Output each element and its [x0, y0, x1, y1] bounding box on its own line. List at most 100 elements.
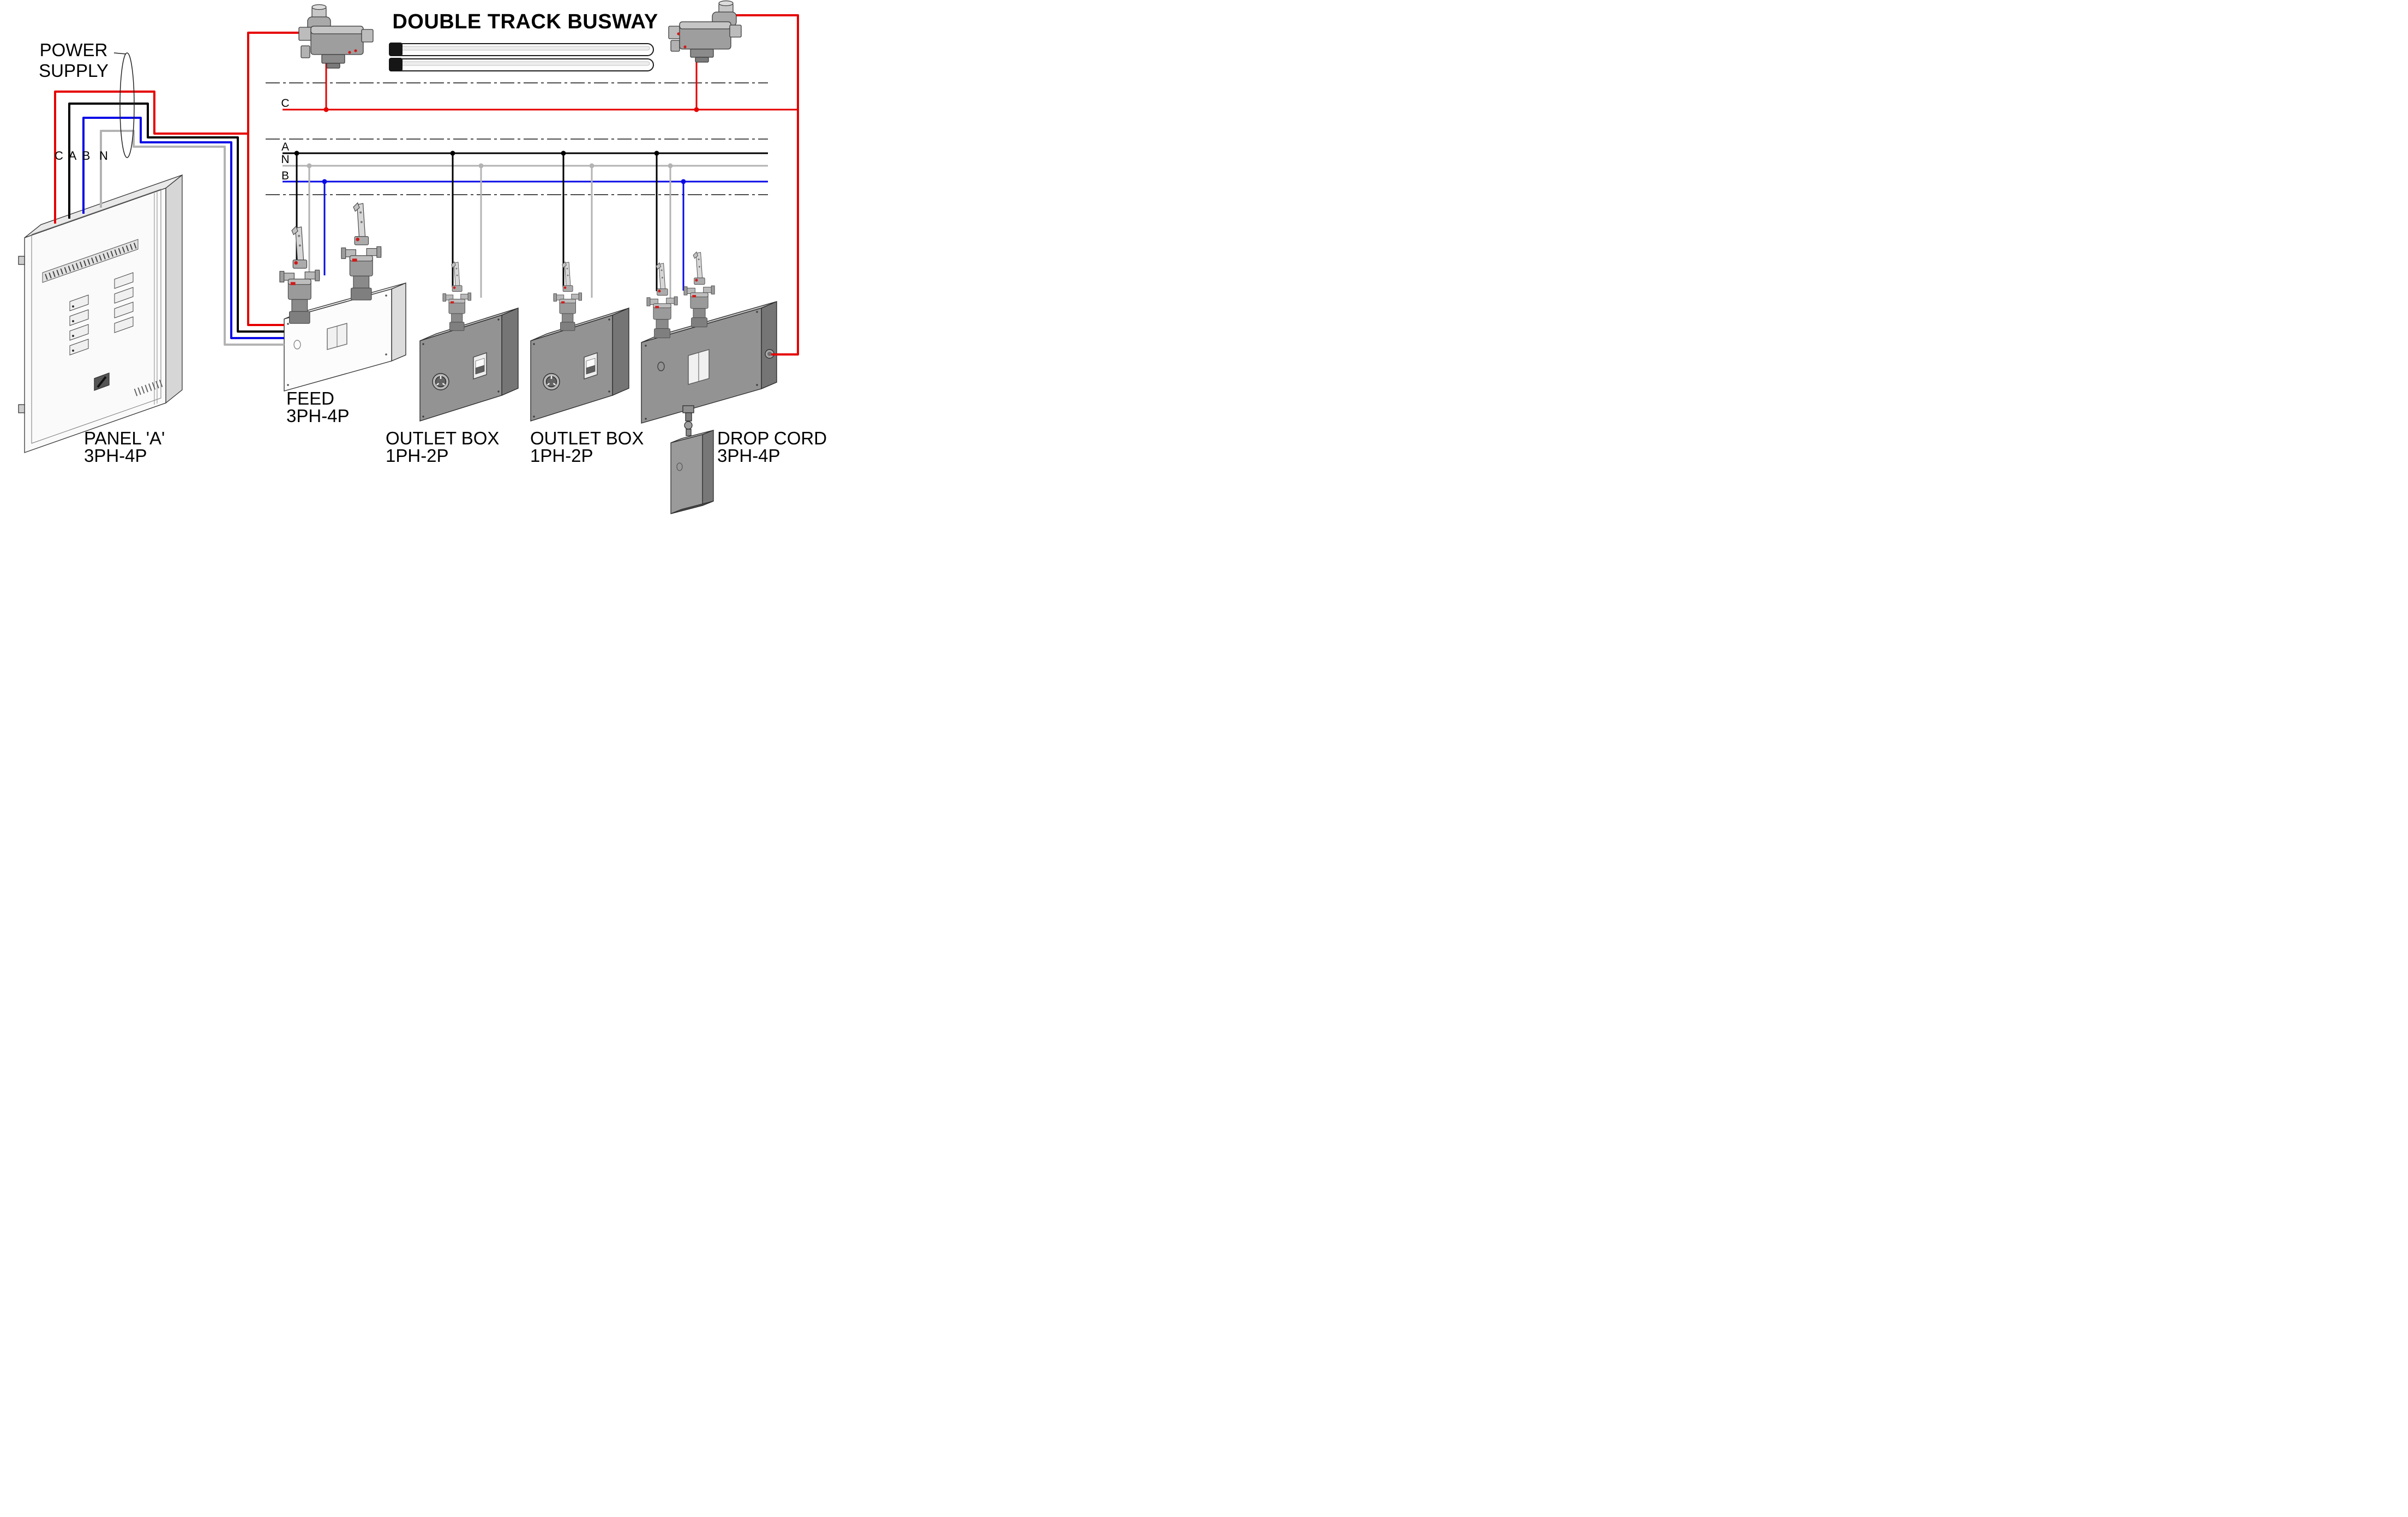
- wires: [54, 14, 799, 356]
- busway-rails: [389, 43, 654, 71]
- connector-left-conduit-cap: [311, 4, 327, 10]
- wire-supply-a: [68, 103, 284, 333]
- drop-box-screws: [645, 311, 758, 420]
- pendant-knockout: [676, 462, 683, 471]
- panel-vent-slots: [134, 379, 164, 396]
- busway-connector-left: [298, 4, 374, 69]
- feed-box-screws: [287, 294, 387, 386]
- feed-box: [284, 282, 406, 392]
- junction-dot-12: [681, 179, 686, 184]
- bus-label-a: A: [281, 141, 289, 153]
- outlet-box-1: [419, 307, 519, 422]
- connector-left-body-top: [310, 26, 364, 34]
- power-supply-label-line1: POWER: [40, 40, 108, 60]
- junction-dot-7: [307, 163, 312, 168]
- drop-cord-label-line1: DROP CORD: [717, 428, 827, 448]
- connector-left-flange: [298, 27, 313, 41]
- junction-dot-11: [322, 179, 327, 184]
- panel-entry-label-c: C: [55, 149, 63, 162]
- connector-right-conduit-cap: [718, 0, 734, 7]
- connector-right-screw: [683, 45, 687, 49]
- connector-left-screw: [348, 51, 351, 54]
- connector-right-hook: [695, 57, 709, 63]
- pendant-neck: [686, 429, 692, 436]
- drop-box-knockout: [657, 362, 665, 371]
- connector-left-screw: [354, 49, 357, 52]
- diagram-title: DOUBLE TRACK BUSWAY: [392, 10, 658, 33]
- junction-dot-6: [654, 151, 659, 156]
- drop-plug-right: [683, 251, 715, 328]
- connector-right-body-top: [679, 21, 731, 29]
- pendant-front-face: [670, 434, 703, 514]
- panel-label-line2: 3PH-4P: [84, 446, 147, 466]
- junction-dot-2: [694, 107, 699, 112]
- bus-label-b: B: [281, 170, 289, 182]
- wire-supply-b: [82, 117, 284, 339]
- panel-main-switch-handle: [97, 376, 107, 388]
- panel-label-line1: PANEL 'A': [84, 428, 165, 448]
- busway-rail-2-slot: [396, 61, 650, 66]
- junction-dot-4: [450, 151, 455, 156]
- connector-right-flange-right: [729, 25, 742, 38]
- power-supply-label-line2: SUPPLY: [39, 61, 109, 81]
- power-supply-leader: [113, 52, 127, 55]
- connector-right-clamp: [670, 40, 680, 52]
- feed-plug-right: [341, 202, 382, 300]
- panel-mount-tab: [18, 404, 25, 413]
- drop-box-cord-gland-hole: [767, 352, 772, 356]
- bus-label-n: N: [281, 153, 289, 166]
- outlet2-plug: [553, 261, 582, 331]
- panel-entry-label-a: A: [69, 149, 77, 162]
- outlet2-label-line2: 1PH-2P: [530, 446, 593, 466]
- track-centerlines: [266, 82, 768, 195]
- panel-a-cabinet: [18, 174, 183, 453]
- outlet1-label-line2: 1PH-2P: [386, 446, 449, 466]
- wire-supply-c: [54, 32, 303, 224]
- feed-box-side-face: [391, 282, 406, 362]
- connector-right-screw: [677, 32, 680, 35]
- panel-entry-label-b: B: [82, 149, 91, 162]
- connector-left-clamp: [301, 45, 310, 58]
- connector-left-hook: [326, 63, 340, 69]
- junction-dot-5: [561, 151, 566, 156]
- power-supply-lasso: [119, 52, 135, 158]
- panel-breaker-column-right: [114, 272, 134, 333]
- junction-dot-1: [323, 107, 329, 112]
- panel-side-face: [165, 174, 183, 404]
- wire-supply-n: [100, 130, 284, 346]
- busway-connector-right: [668, 0, 742, 63]
- busway-rail-1-slot: [396, 46, 650, 51]
- busway-rail-1-endcap: [389, 43, 403, 56]
- outlet-box-2: [530, 307, 630, 422]
- panel-entry-label-n: N: [99, 149, 108, 162]
- outlet1-label-line1: OUTLET BOX: [386, 428, 499, 448]
- connector-left-flange-right: [361, 29, 374, 43]
- wire-dropcord-c: [731, 14, 799, 356]
- feed-box-knockout: [293, 340, 301, 350]
- panel-door-outline: [31, 189, 161, 444]
- busway-diagram: DOUBLE TRACK BUSWAY POWER SUPPLY C A B N…: [0, 0, 843, 531]
- feed-label-line1: FEED: [286, 388, 334, 408]
- panel-mount-tab: [18, 256, 25, 265]
- outlet1-plug: [442, 261, 471, 331]
- junction-dot-8: [478, 163, 484, 168]
- pendant-open-bottom: [670, 501, 714, 514]
- connector-left-bracket: [321, 54, 345, 64]
- panel-front-face: [24, 188, 166, 453]
- drop-cord-box: [641, 300, 777, 424]
- feed-label-line2: 3PH-4P: [286, 406, 350, 426]
- outlet2-label-line1: OUTLET BOX: [530, 428, 644, 448]
- junction-dot-3: [294, 151, 299, 156]
- pendant-side-face: [702, 430, 714, 506]
- junction-dot-10: [668, 163, 673, 168]
- pendant-cord-fitting: [682, 405, 694, 413]
- drop-cord-pendant: [670, 405, 714, 514]
- bus-label-c: C: [281, 97, 289, 110]
- panel-breaker-column-left: [69, 294, 89, 356]
- junction-dots: [294, 107, 699, 184]
- drop-plug-left: [646, 262, 678, 339]
- pendant-cord-stem: [685, 412, 692, 422]
- connector-right-bracket: [690, 49, 714, 58]
- junction-dot-9: [589, 163, 595, 168]
- pendant-knuckle: [684, 421, 693, 430]
